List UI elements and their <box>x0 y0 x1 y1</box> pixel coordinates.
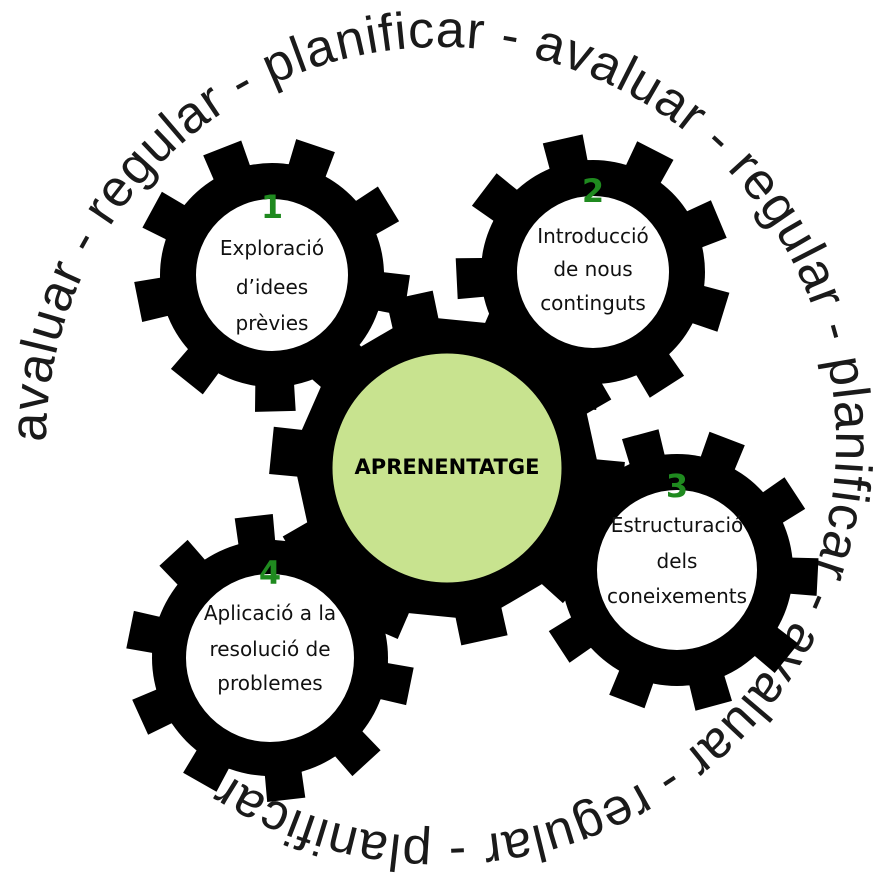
gear-4-hub <box>182 570 358 746</box>
gear-3-hub <box>593 486 761 654</box>
gear-2-hub <box>513 192 673 352</box>
step-number: 2 <box>582 172 604 210</box>
step-label-line: problemes <box>217 671 322 695</box>
gear-1-hub <box>192 195 352 355</box>
step-label-line: Introducció <box>537 224 649 248</box>
step-label-line: prèvies <box>236 311 309 335</box>
center-label: APRENENTATGE <box>355 455 540 479</box>
step-label-line: resolució de <box>209 637 330 661</box>
step-label-line: dels <box>657 549 698 573</box>
center-gear-hub <box>327 348 567 588</box>
step-label-line: coneixements <box>607 584 747 608</box>
step-number: 4 <box>259 554 281 592</box>
step-number: 1 <box>261 188 283 226</box>
step-label-line: Estructuració <box>611 513 744 537</box>
step-label-line: de nous <box>553 257 632 281</box>
step-label-line: Exploració <box>220 236 324 260</box>
step-label-line: continguts <box>540 291 646 315</box>
step-label-line: d’idees <box>236 275 308 299</box>
step-label-line: Aplicació a la <box>204 601 336 625</box>
step-number: 3 <box>666 467 688 505</box>
